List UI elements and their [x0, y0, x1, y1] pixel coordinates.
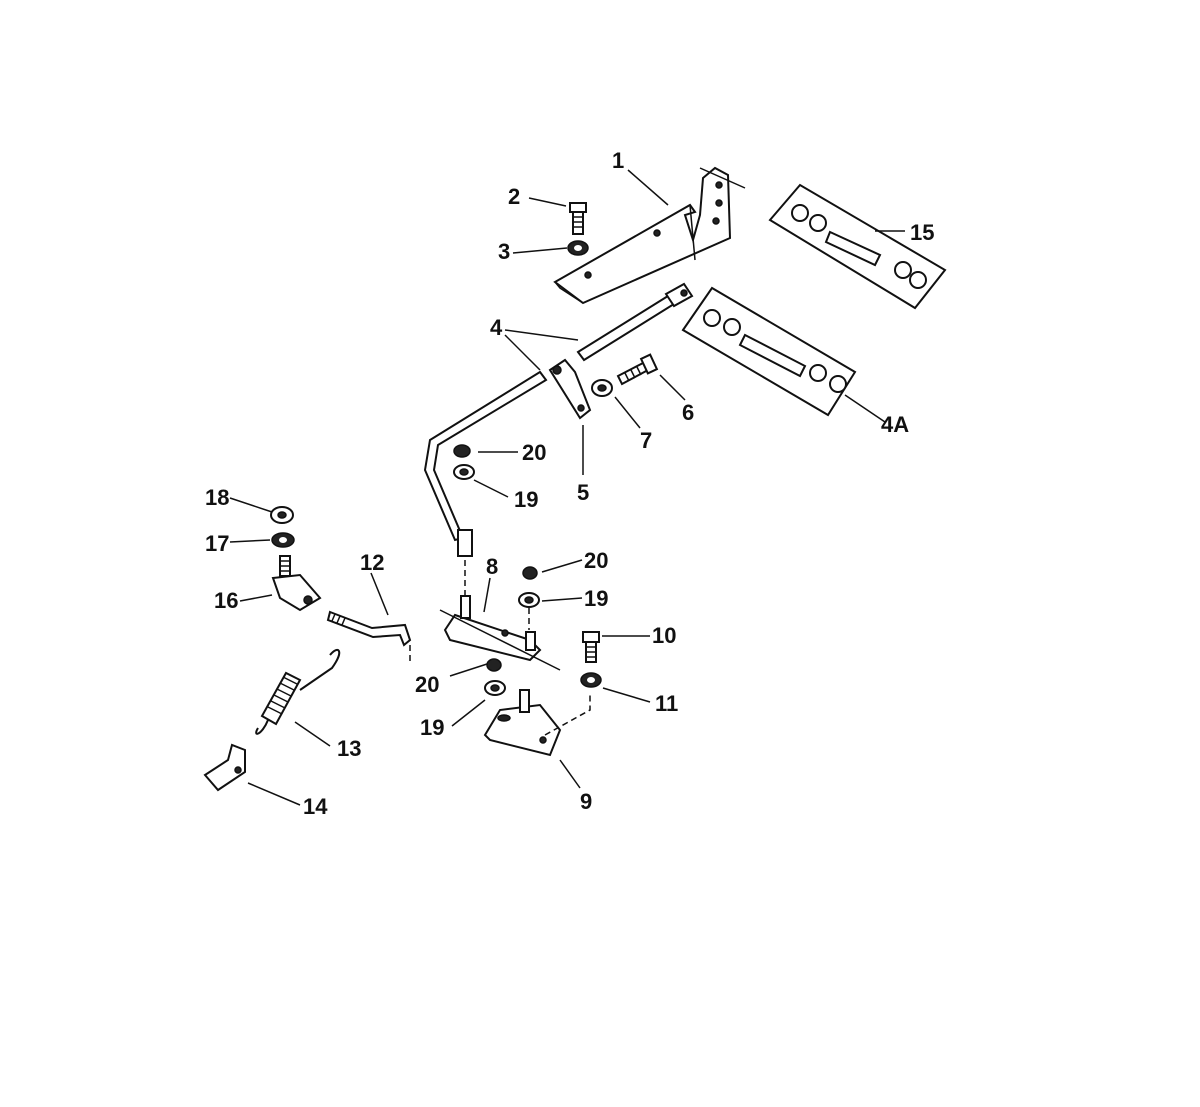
callout-20-upper: 20	[522, 440, 546, 465]
part-6-screw	[616, 353, 659, 386]
part-11-washer	[580, 672, 602, 688]
part-8-lever-plate	[439, 595, 561, 671]
callout-19-upper: 19	[514, 487, 538, 512]
callout-7: 7	[640, 428, 652, 453]
part-20-clip-upper	[453, 444, 471, 458]
callout-3: 3	[498, 239, 510, 264]
part-5-lever	[548, 358, 592, 420]
callout-15: 15	[910, 220, 934, 245]
callout-13: 13	[337, 736, 361, 761]
callout-4: 4	[490, 315, 503, 340]
part-19-washer-upper	[453, 464, 475, 480]
part-18-nut	[270, 506, 294, 524]
part-10-bolt	[582, 631, 600, 663]
callout-6: 6	[682, 400, 694, 425]
part-9-base-plate	[483, 689, 591, 757]
callout-19-mid: 19	[584, 586, 608, 611]
part-17-washer	[271, 532, 295, 548]
callout-18: 18	[205, 485, 229, 510]
callout-8: 8	[486, 554, 498, 579]
part-19-washer-mid	[518, 592, 540, 608]
part-14-bracket	[203, 743, 246, 792]
callout-1: 1	[612, 148, 624, 173]
callout-19-lower: 19	[420, 715, 444, 740]
part-19-washer-lower	[484, 680, 506, 696]
callout-4a: 4A	[881, 412, 909, 437]
callout-20-mid: 20	[584, 548, 608, 573]
part-3-washer	[567, 240, 589, 256]
callout-11: 11	[655, 691, 678, 716]
callout-2: 2	[508, 184, 520, 209]
part-13-spring	[255, 648, 341, 735]
callout-12: 12	[360, 550, 384, 575]
part-16-ball-joint	[271, 555, 322, 612]
rod-sleeve	[457, 529, 473, 557]
callout-20-lower: 20	[415, 672, 439, 697]
callout-17: 17	[205, 531, 229, 556]
part-20-clip-lower	[486, 658, 502, 672]
part-20-clip-mid	[522, 566, 538, 580]
part-7-washer	[591, 379, 613, 397]
callout-16: 16	[214, 588, 238, 613]
part-4-rods	[423, 282, 694, 542]
leader-lines	[229, 169, 905, 806]
part-4a-kit-box	[681, 286, 857, 417]
part-2-bolt	[569, 202, 587, 235]
callout-5: 5	[577, 480, 589, 505]
part-1-bracket	[553, 166, 746, 305]
part-15-kit-box	[768, 183, 947, 310]
callout-10: 10	[652, 623, 676, 648]
part-12-rod	[326, 610, 412, 665]
callout-9: 9	[580, 789, 592, 814]
callout-14: 14	[303, 794, 328, 819]
